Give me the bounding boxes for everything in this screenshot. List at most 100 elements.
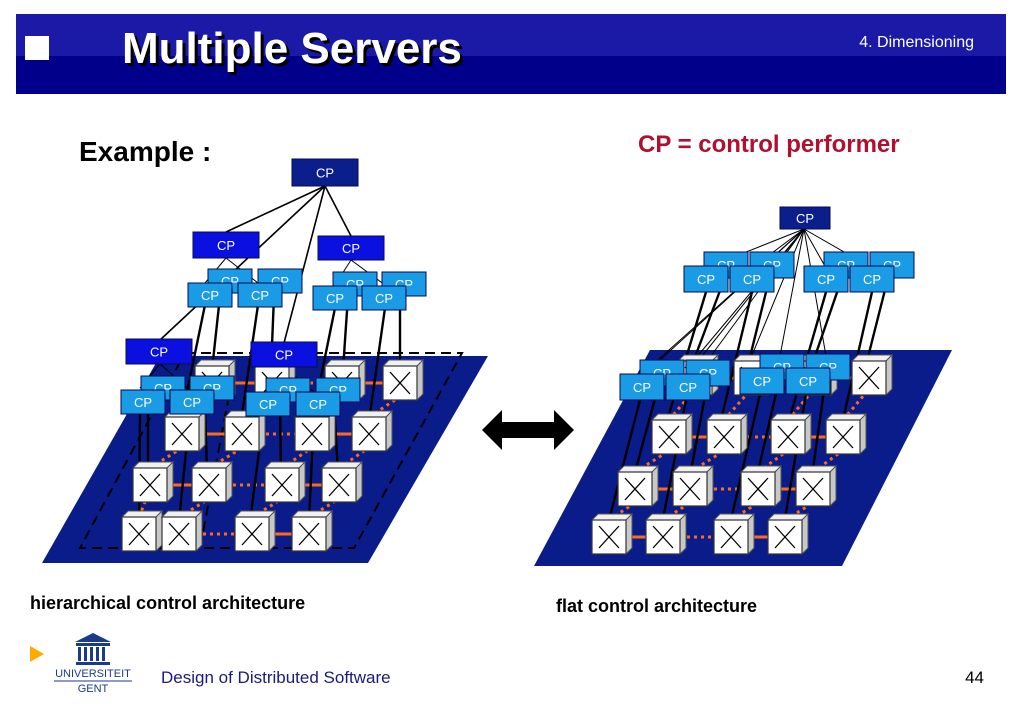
caption-hierarchical: hierarchical control architecture <box>30 593 306 613</box>
caption-flat: flat control architecture <box>556 596 758 616</box>
title-bar-stripe <box>16 14 1006 56</box>
control-line <box>225 185 326 233</box>
cp-box <box>317 235 385 261</box>
title-bullet-icon <box>25 36 49 60</box>
switch-side <box>355 460 363 504</box>
switch-node <box>795 471 831 507</box>
switch-top <box>120 510 164 518</box>
cp-label: CP <box>679 380 697 395</box>
switch-cross <box>328 473 350 497</box>
control-line <box>707 228 805 361</box>
cp-box <box>619 373 665 401</box>
cp-label: CP <box>316 166 334 181</box>
switch-cross <box>139 473 161 497</box>
switch-top <box>850 354 894 362</box>
cp-box <box>779 206 831 230</box>
switch-cross <box>198 473 220 497</box>
switch-side <box>325 509 333 553</box>
switch-node <box>132 467 168 503</box>
switch-cross <box>231 422 253 446</box>
control-line <box>747 228 805 366</box>
cp-box <box>125 338 193 365</box>
logo-line-1: UNIVERSITEIT <box>55 668 131 680</box>
control-line <box>606 399 642 525</box>
switch-cross <box>679 477 701 501</box>
orange-link <box>786 394 811 421</box>
switch-side <box>740 412 748 456</box>
cp-box <box>187 282 233 308</box>
switch-side <box>625 512 633 556</box>
orange-link <box>251 500 278 519</box>
control-line <box>728 393 762 525</box>
switch-side <box>198 409 206 453</box>
switch-cross <box>389 371 411 395</box>
cp-box <box>312 285 358 311</box>
cp-box <box>237 282 283 308</box>
cp-label: CP <box>150 345 168 360</box>
switch-cross <box>298 522 320 546</box>
switch-top <box>739 465 783 473</box>
control-line <box>239 304 260 422</box>
logo-line-2: GENT <box>78 683 109 694</box>
switch-top <box>766 513 810 521</box>
switch-top <box>320 461 364 469</box>
switch-top <box>824 413 868 421</box>
cp-label: CP <box>134 395 152 410</box>
switch-top <box>263 461 307 469</box>
switch-top <box>290 510 334 518</box>
double-arrow-icon <box>482 410 574 450</box>
cp-box <box>120 389 166 415</box>
cp-box <box>295 391 341 417</box>
cp-box <box>291 158 359 187</box>
switch-side <box>801 512 809 556</box>
switch-side <box>385 409 393 453</box>
switch-side <box>706 464 714 508</box>
title-bar <box>16 14 1006 94</box>
cp-box <box>665 373 711 401</box>
cp-label: CP <box>309 397 327 412</box>
switch-cross <box>832 425 854 449</box>
cp-box <box>245 391 291 417</box>
footer-course-title: Design of Distributed Software <box>161 668 391 687</box>
orange-link <box>368 398 396 419</box>
cp-label: CP <box>201 288 219 303</box>
cp-box <box>849 265 895 293</box>
control-line <box>689 228 805 366</box>
orange-link <box>662 504 686 522</box>
orange-link <box>338 449 365 470</box>
orange-link <box>841 394 866 421</box>
switch-top <box>616 465 660 473</box>
cp-box <box>683 265 729 293</box>
control-line <box>803 228 827 269</box>
cp-box <box>803 265 849 293</box>
switch-cross <box>747 477 769 501</box>
switch-cross <box>168 522 190 546</box>
control-line <box>690 279 726 366</box>
cp-label: CP <box>217 238 235 253</box>
cp-box <box>739 367 785 395</box>
section-label: 4. Dimensioning <box>859 34 974 51</box>
control-line <box>159 185 326 341</box>
switch-side <box>685 412 693 456</box>
switch-side <box>651 464 659 508</box>
cp-label: CP <box>743 272 761 287</box>
cp-label: CP <box>863 272 881 287</box>
cp-box <box>729 265 775 293</box>
orange-link <box>730 504 754 522</box>
orange-link <box>149 449 178 470</box>
switch-top <box>650 413 694 421</box>
switch-top <box>671 465 715 473</box>
switch-cross <box>658 425 680 449</box>
switch-side <box>166 460 174 504</box>
switch-side <box>328 409 336 453</box>
switch-top <box>644 513 688 521</box>
switch-top <box>590 513 634 521</box>
orange-link <box>208 449 238 470</box>
switch-side <box>298 460 306 504</box>
switch-top <box>323 359 367 367</box>
switch-side <box>225 460 233 504</box>
cp-label: CP <box>753 374 771 389</box>
switch-top <box>381 359 425 367</box>
